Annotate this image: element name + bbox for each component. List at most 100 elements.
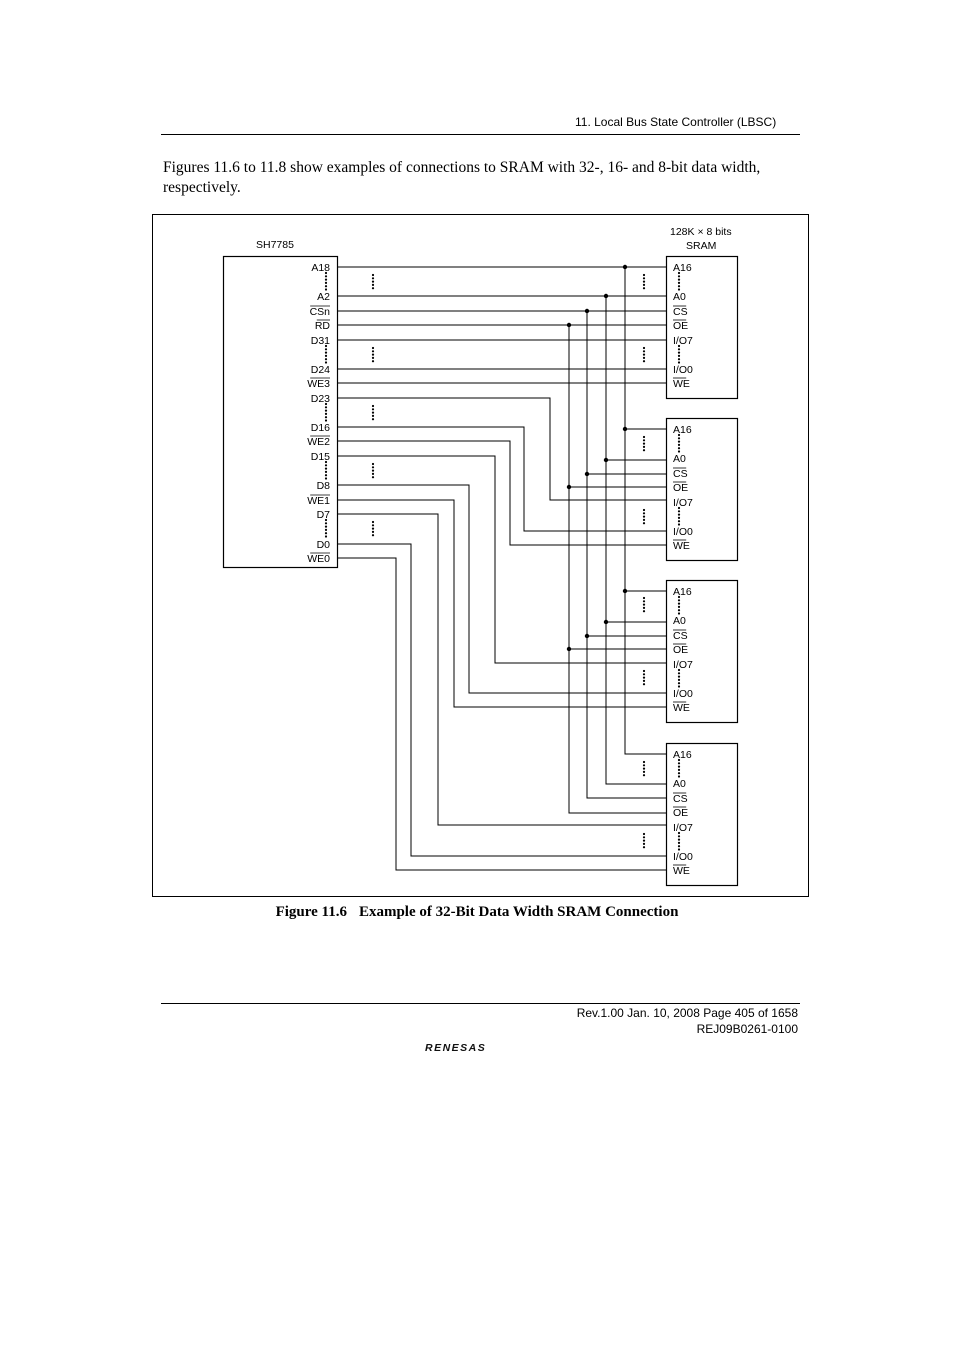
- ellipsis-dot: [371, 524, 375, 527]
- ellipsis-dot: [324, 470, 328, 473]
- cpu-pin-we3: WE3: [307, 378, 330, 390]
- sram-pin-oe: OE: [673, 482, 688, 494]
- junction-dot: [603, 619, 609, 625]
- ellipsis-dot: [642, 356, 646, 359]
- ellipsis-dot: [642, 836, 646, 839]
- ellipsis-dot: [677, 612, 681, 615]
- ellipsis-dot: [324, 532, 328, 535]
- ellipsis-dot: [677, 351, 681, 354]
- ellipsis-dot: [677, 835, 681, 838]
- sram-pin-a16: A16: [673, 424, 692, 436]
- ellipsis-dot: [677, 288, 681, 291]
- ellipsis-marks: [324, 271, 681, 851]
- ellipsis-dot: [642, 442, 646, 445]
- ellipsis-dot: [324, 271, 328, 275]
- ellipsis-dot: [324, 358, 328, 361]
- junction-dot: [622, 426, 628, 432]
- sram-chip-4: [665, 742, 739, 887]
- ellipsis-dot: [324, 278, 328, 281]
- ellipsis-dot: [371, 520, 375, 524]
- ellipsis-dot: [324, 416, 328, 419]
- ellipsis-dot: [642, 449, 646, 452]
- wire-we1: [337, 499, 666, 708]
- junction-dot: [584, 471, 590, 477]
- ellipsis-dot: [371, 346, 375, 350]
- ellipsis-dot: [324, 288, 328, 291]
- ellipsis-dot: [677, 437, 681, 440]
- sram-pin-we: WE: [673, 865, 690, 877]
- ellipsis-dot: [642, 669, 646, 673]
- ellipsis-dot: [677, 762, 681, 765]
- figure-title: Example of 32-Bit Data Width SRAM Connec…: [358, 904, 679, 920]
- cpu-pin-a2: A2: [317, 291, 330, 303]
- cpu-pin-we0: WE0: [307, 553, 330, 565]
- ellipsis-dot: [677, 447, 681, 450]
- sram-pin-cs: CS: [673, 306, 688, 318]
- cpu-pin-we1: WE1: [307, 495, 330, 507]
- ellipsis-dot: [324, 354, 328, 357]
- ellipsis-dot: [642, 842, 646, 846]
- ellipsis-dot: [677, 685, 681, 688]
- ellipsis-dot: [642, 522, 646, 525]
- running-header: 11. Local Bus State Controller (LBSC): [575, 115, 777, 129]
- wire-d16: [337, 426, 666, 532]
- sram-pin-io7: I/O7: [673, 659, 693, 671]
- header-rule: [161, 134, 800, 135]
- cpu-pin-d7: D7: [317, 509, 331, 521]
- sram-pin-oe: OE: [673, 644, 688, 656]
- junction-dot: [566, 646, 572, 652]
- junction-dot: [584, 633, 590, 639]
- ellipsis-dot: [324, 275, 328, 278]
- sram-pin-oe: OE: [673, 320, 688, 332]
- sram-chips: A16A0CSOEI/O7I/O0WEA16A0CSOEI/O7I/O0WEA1…: [665, 255, 739, 887]
- sram-pin-cs: CS: [673, 793, 688, 805]
- ellipsis-dot: [677, 361, 681, 364]
- ellipsis-dot: [677, 841, 681, 845]
- ellipsis-dot: [677, 848, 681, 851]
- ellipsis-dot: [324, 412, 328, 415]
- junction-dot: [566, 322, 572, 328]
- ellipsis-dot: [371, 476, 375, 479]
- page-footer: Rev.1.00 Jan. 10, 2008 Page 405 of 1658 …: [577, 1005, 798, 1037]
- ellipsis-dot: [677, 668, 681, 672]
- ellipsis-dot: [371, 462, 375, 466]
- wire-d8: [337, 484, 666, 694]
- ellipsis-dot: [642, 287, 646, 290]
- ellipsis-dot: [677, 765, 681, 768]
- footer-rule: [161, 1003, 800, 1004]
- ellipsis-dot: [677, 358, 681, 361]
- sram-type-label: SRAM: [686, 240, 716, 252]
- ellipsis-dot: [677, 506, 681, 510]
- ellipsis-dot: [324, 525, 328, 528]
- ellipsis-dot: [324, 344, 328, 348]
- ellipsis-dot: [371, 283, 375, 286]
- ellipsis-dot: [677, 602, 681, 605]
- cpu-pin-d0: D0: [317, 539, 331, 551]
- ellipsis-dot: [677, 281, 681, 284]
- figure-frame: [152, 214, 809, 897]
- ellipsis-dot: [677, 344, 681, 348]
- junction-dot: [566, 484, 572, 490]
- ellipsis-dot: [677, 672, 681, 675]
- sram-pin-io0: I/O0: [673, 526, 693, 538]
- ellipsis-dot: [642, 360, 646, 363]
- ellipsis-dot: [642, 353, 646, 356]
- ellipsis-dot: [677, 599, 681, 602]
- ellipsis-dot: [677, 609, 681, 612]
- ellipsis-dot: [324, 522, 328, 525]
- wires: [337, 266, 666, 871]
- ellipsis-dot: [642, 839, 646, 842]
- ellipsis-dot: [371, 350, 375, 353]
- figure-number: Figure 11.6: [275, 904, 347, 920]
- sram-pin-a16: A16: [673, 586, 692, 598]
- ellipsis-dot: [642, 518, 646, 522]
- ellipsis-dot: [642, 515, 646, 518]
- ellipsis-dot: [642, 273, 646, 277]
- ellipsis-dot: [371, 277, 375, 280]
- ellipsis-dot: [371, 360, 375, 363]
- ellipsis-dot: [371, 534, 375, 537]
- ellipsis-dot: [677, 433, 681, 437]
- ellipsis-dot: [642, 600, 646, 603]
- cpu-pin-d15: D15: [311, 451, 330, 463]
